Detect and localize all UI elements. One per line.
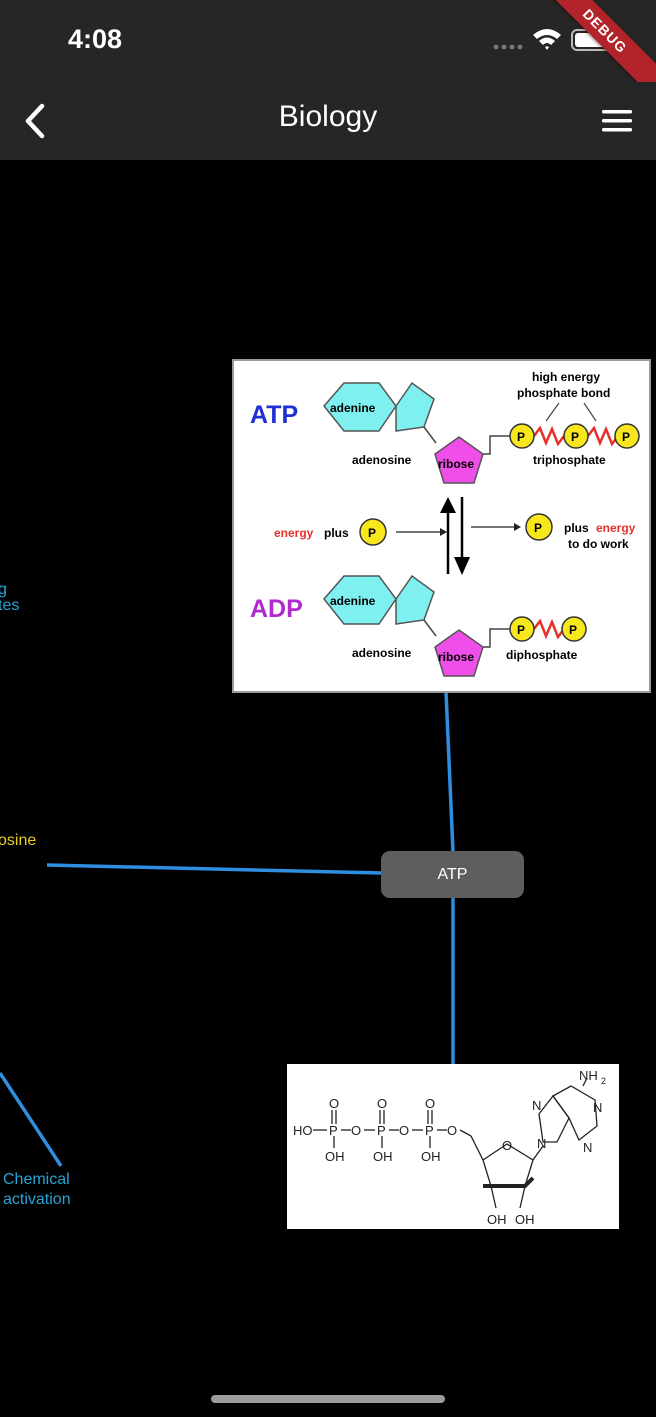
energy-word: energy (596, 521, 636, 535)
o-label: O (351, 1123, 361, 1138)
app-bar: Biology (0, 82, 656, 160)
o-label: O (377, 1096, 387, 1111)
partial-node-label[interactable]: g tes (0, 581, 20, 616)
wifi-icon (533, 29, 561, 50)
phosphate-label: P (569, 623, 577, 637)
p-label: P (425, 1123, 434, 1138)
nh2-label: NH (579, 1068, 598, 1083)
to-do-work-label: to do work (568, 537, 629, 551)
home-indicator[interactable] (211, 1395, 445, 1403)
edge-to-atp-diagram (444, 691, 455, 853)
phosphate-label: P (534, 521, 542, 535)
p-label: P (377, 1123, 386, 1138)
diphosphate-label: diphosphate (506, 648, 578, 662)
page-title: Biology (278, 100, 378, 133)
chemical-label-line-2: activation (3, 1191, 71, 1208)
phosphate-label: P (571, 430, 579, 444)
phosphate-label: P (622, 430, 630, 444)
nh2-subscript: 2 (601, 1076, 606, 1086)
triphosphate-label: triphosphate (533, 453, 606, 467)
adp-title: ADP (250, 595, 303, 623)
atp-center-node[interactable]: ATP (381, 851, 524, 898)
ribose-label: ribose (438, 457, 474, 471)
adenosine-label: adenosine (352, 646, 412, 660)
chemical-activation-node-label[interactable]: Chemical activation (3, 1170, 71, 1210)
p-label: P (329, 1123, 338, 1138)
chemical-label-line-1: Chemical (3, 1171, 70, 1188)
atp-adp-diagram-image[interactable]: ATP adenine adenosine ribose high energy… (232, 359, 651, 693)
atp-title: ATP (250, 401, 298, 429)
oh-label: OH (487, 1212, 507, 1227)
plus-word: plus (324, 526, 349, 540)
phosphate-circle (561, 616, 587, 642)
hamburger-menu-icon[interactable] (598, 106, 636, 136)
phosphate-label: P (517, 430, 525, 444)
phosphate-circle (509, 616, 535, 642)
energy-word: energy (274, 526, 314, 540)
n-label: N (537, 1136, 546, 1151)
phosphate-circle (563, 423, 589, 449)
ribose-label: ribose (438, 650, 474, 664)
phosphate-circle (509, 423, 535, 449)
o-label: O (502, 1138, 512, 1153)
o-label: O (447, 1123, 457, 1138)
partial-label-text: tes (0, 597, 20, 614)
ribose-pentagon (434, 629, 484, 677)
adenine-label: adenine (330, 594, 376, 608)
oh-label: OH (373, 1149, 393, 1164)
oh-label: OH (325, 1149, 345, 1164)
atp-adp-diagram: ATP adenine adenosine ribose high energy… (250, 370, 640, 677)
phosphate-label: P (368, 526, 376, 540)
status-time: 4:08 (68, 24, 123, 54)
adenosine-node-label[interactable]: osine (0, 832, 37, 849)
adenine-label: adenine (330, 401, 376, 415)
n-label: N (583, 1140, 592, 1155)
adenosine-label: adenosine (352, 453, 412, 467)
oh-label: OH (421, 1149, 441, 1164)
phosphate-circle (359, 518, 387, 546)
edge-to-chemical-activation (0, 1072, 63, 1167)
status-bar: 4:08 (0, 0, 656, 82)
adenine-pentagon (395, 574, 435, 625)
signal-dots-icon (493, 44, 523, 50)
partial-label-top: g (0, 581, 7, 598)
bond-label-line-2: phosphate bond (517, 386, 610, 400)
edge-to-adenosine (46, 863, 382, 875)
phosphate-label: P (517, 623, 525, 637)
o-label: O (425, 1096, 435, 1111)
atp-chemical-structure: HO P P P O O O O O O OH OH OH O OH OH N … (293, 1068, 606, 1227)
plus-energy-prefix: plus (564, 521, 589, 535)
o-label: O (399, 1123, 409, 1138)
phosphate-circle (614, 423, 640, 449)
n-label: N (593, 1100, 602, 1115)
ho-label: HO (293, 1123, 313, 1138)
o-label: O (329, 1096, 339, 1111)
ribose-pentagon (434, 436, 484, 484)
bond-label-line-1: high energy (532, 370, 600, 384)
atp-structure-image[interactable]: HO P P P O O O O O O OH OH OH O OH OH N … (287, 1064, 619, 1229)
n-label: N (532, 1098, 541, 1113)
phosphate-circle (525, 513, 553, 541)
oh-label: OH (515, 1212, 535, 1227)
back-chevron-icon[interactable] (18, 100, 56, 142)
adenine-pentagon (395, 381, 435, 432)
